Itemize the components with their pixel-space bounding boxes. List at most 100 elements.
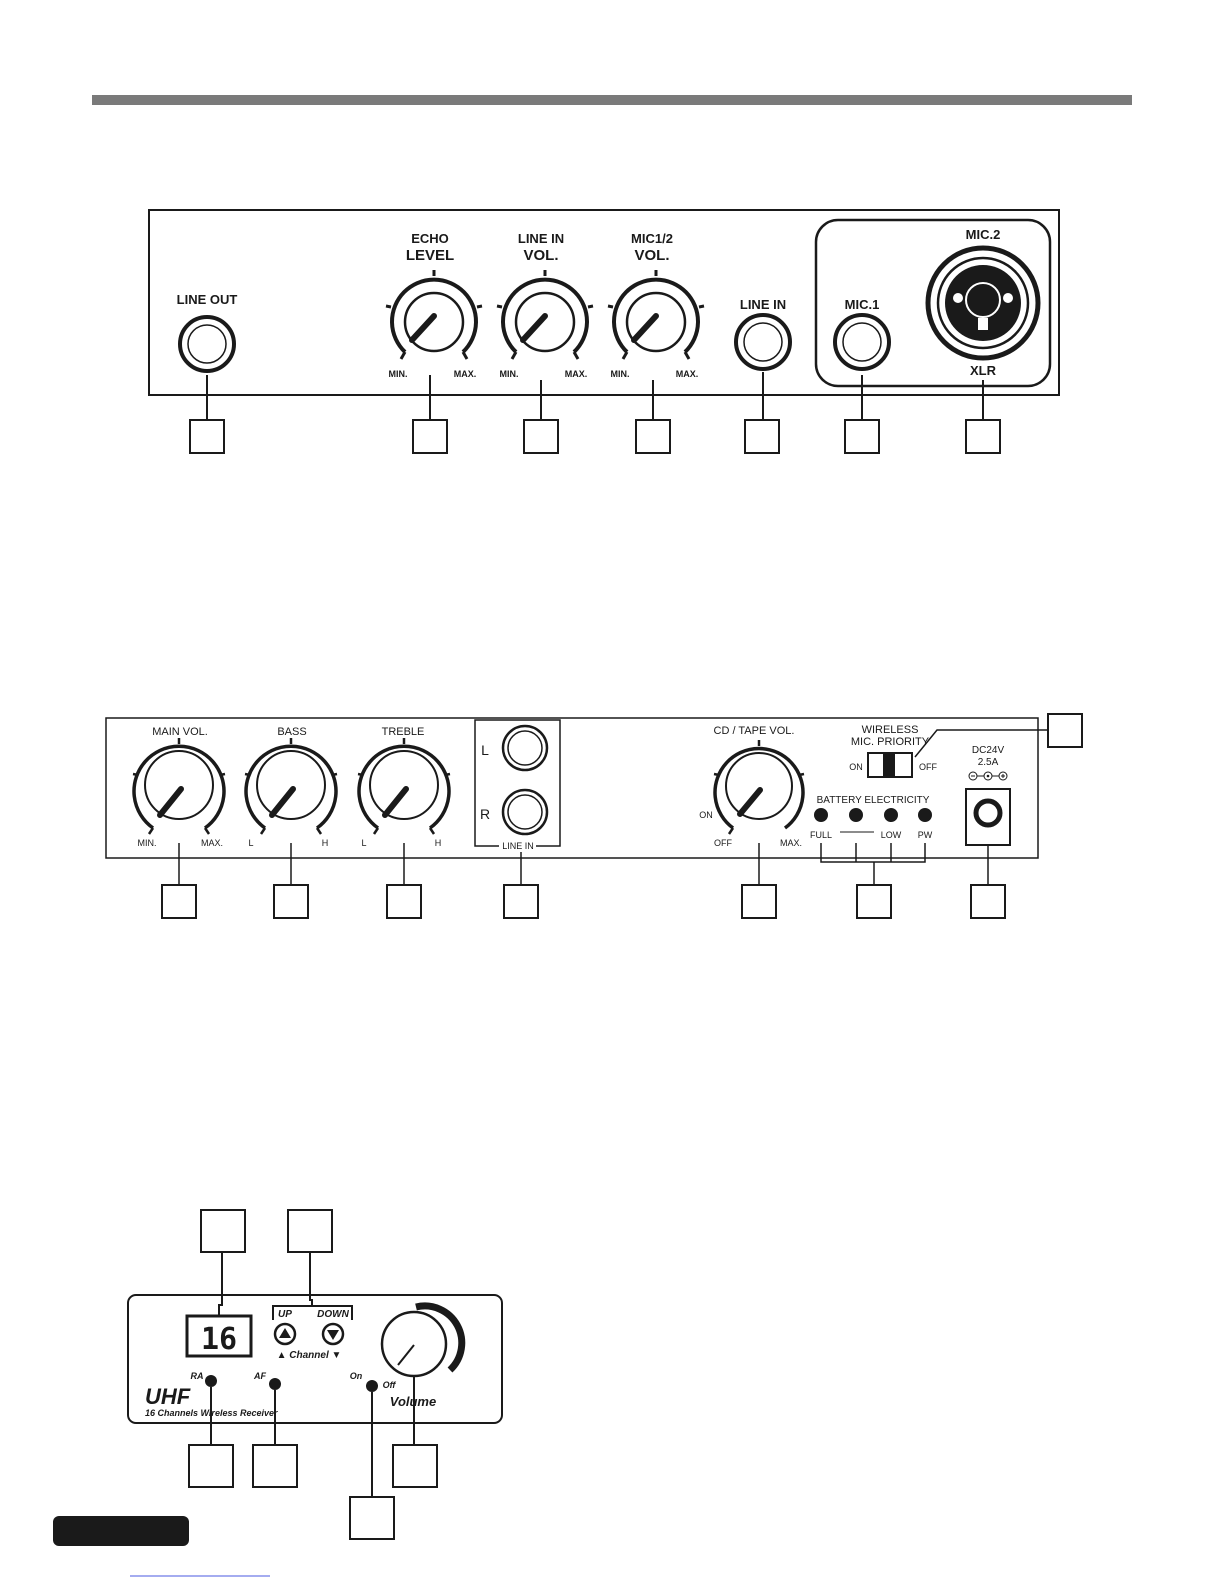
channel-label: ▲ Channel ▼ bbox=[277, 1350, 342, 1361]
wireless-priority-label-2: MIC. PRIORITY bbox=[851, 736, 930, 748]
line-in-vol-label-1: LINE IN bbox=[518, 231, 564, 246]
mic12-vol-knob[interactable] bbox=[607, 270, 705, 360]
cd-tape-vol-max: MAX. bbox=[780, 838, 802, 848]
channel-display bbox=[185, 1314, 253, 1358]
off-label: Off bbox=[383, 1380, 397, 1390]
line-in-l-label: L bbox=[481, 742, 489, 758]
panel-3: 16 UP DOWN ▲ Channel ▼ RA AF UHF 16 Chan… bbox=[127, 1209, 503, 1540]
dc-polarity-icon bbox=[968, 771, 1008, 781]
power-led bbox=[366, 1380, 378, 1392]
panel-3-frame bbox=[127, 1294, 503, 1424]
bass-knob[interactable] bbox=[244, 738, 338, 835]
line-in-vol-max: MAX. bbox=[565, 369, 588, 379]
treble-min: L bbox=[361, 838, 366, 848]
mic1-label: MIC.1 bbox=[845, 297, 880, 312]
main-vol-label: MAIN VOL. bbox=[152, 726, 208, 738]
battery-led-full bbox=[814, 808, 828, 822]
header-bar bbox=[92, 95, 1132, 105]
wireless-priority-switch[interactable] bbox=[867, 752, 913, 778]
line-in-vol-min: MIN. bbox=[500, 369, 519, 379]
dc-power-jack[interactable] bbox=[965, 788, 1011, 846]
mic12-vol-label-1: MIC1/2 bbox=[631, 231, 673, 246]
bass-min: L bbox=[248, 838, 253, 848]
treble-max: H bbox=[435, 838, 442, 848]
callout-box bbox=[523, 419, 559, 454]
bass-label: BASS bbox=[277, 726, 306, 738]
up-arrow-icon bbox=[279, 1328, 291, 1338]
echo-level-knob[interactable] bbox=[385, 270, 483, 360]
line-in-label: LINE IN bbox=[740, 297, 786, 312]
line-out-jack[interactable] bbox=[178, 315, 236, 373]
echo-level-max: MAX. bbox=[454, 369, 477, 379]
bass-max: H bbox=[322, 838, 329, 848]
wireless-priority-label-1: WIRELESS bbox=[862, 724, 919, 736]
echo-level-label-2: LEVEL bbox=[406, 247, 454, 264]
channel-display-value: 16 bbox=[201, 1322, 237, 1357]
callout-box bbox=[856, 884, 892, 919]
callout-box bbox=[744, 419, 780, 454]
callout-box bbox=[273, 884, 309, 919]
battery-leds bbox=[814, 808, 932, 822]
callout-box bbox=[200, 1209, 246, 1253]
line-out-label: LINE OUT bbox=[177, 292, 238, 307]
line-in-vol-label-2: VOL. bbox=[523, 247, 558, 264]
callout-box bbox=[287, 1209, 333, 1253]
battery-led-low bbox=[884, 808, 898, 822]
footer-page-tab bbox=[53, 1516, 189, 1546]
main-vol-max: MAX. bbox=[201, 838, 223, 848]
battery-label: BATTERY ELECTRICITY bbox=[817, 795, 930, 806]
battery-led-2 bbox=[849, 808, 863, 822]
down-arrow-icon bbox=[327, 1330, 339, 1340]
volume-knob[interactable] bbox=[380, 1302, 466, 1378]
dc-label-2: 2.5A bbox=[978, 757, 999, 768]
wireless-priority-off: OFF bbox=[919, 762, 937, 772]
main-vol-min: MIN. bbox=[138, 838, 157, 848]
callout-box bbox=[844, 419, 880, 454]
ra-label: RA bbox=[191, 1371, 204, 1381]
af-led bbox=[269, 1378, 281, 1390]
callout-box bbox=[412, 419, 448, 454]
brand-uhf: UHF bbox=[145, 1384, 191, 1409]
callout-box bbox=[392, 1444, 438, 1488]
panel-1: LINE OUT ECHO LEVEL LINE IN VOL. MIC1/2 … bbox=[148, 209, 1060, 454]
callout-box bbox=[503, 884, 539, 919]
callout-box bbox=[386, 884, 422, 919]
callout-box bbox=[161, 884, 197, 919]
line-in-vol-knob[interactable] bbox=[496, 270, 594, 360]
mic12-vol-label-2: VOL. bbox=[634, 247, 669, 264]
callout-box bbox=[252, 1444, 298, 1488]
channel-up-button[interactable] bbox=[273, 1322, 297, 1346]
echo-level-min: MIN. bbox=[389, 369, 408, 379]
callout-box bbox=[635, 419, 671, 454]
treble-knob[interactable] bbox=[357, 738, 451, 835]
battery-low: LOW bbox=[881, 830, 902, 840]
line-in-r-jack[interactable] bbox=[501, 788, 549, 836]
channel-down-button[interactable] bbox=[321, 1322, 345, 1346]
line-in-r-label: R bbox=[480, 806, 490, 822]
mic2-label: MIC.2 bbox=[966, 227, 1001, 242]
main-vol-knob[interactable] bbox=[132, 738, 226, 835]
mic2-xlr-combo-jack[interactable] bbox=[925, 245, 1041, 361]
echo-level-label-1: ECHO bbox=[411, 231, 449, 246]
callout-box bbox=[1047, 713, 1083, 748]
mic12-vol-min: MIN. bbox=[611, 369, 630, 379]
battery-pw: PW bbox=[918, 830, 933, 840]
cd-tape-vol-knob[interactable] bbox=[713, 740, 805, 835]
mic1-jack[interactable] bbox=[833, 313, 891, 371]
cd-tape-vol-on: ON bbox=[699, 810, 713, 820]
up-label: UP bbox=[278, 1309, 292, 1320]
panel-2-frame bbox=[105, 717, 1039, 859]
panel-2: MAIN VOL. MIN. MAX. BASS L H TRE bbox=[105, 713, 1083, 919]
callout-box bbox=[189, 419, 225, 454]
ra-led bbox=[205, 1375, 217, 1387]
on-label: On bbox=[350, 1371, 363, 1381]
line-in-jack[interactable] bbox=[734, 313, 792, 371]
line-in-l-jack[interactable] bbox=[501, 724, 549, 772]
mic12-vol-max: MAX. bbox=[676, 369, 699, 379]
af-label: AF bbox=[253, 1371, 266, 1381]
callout-box bbox=[741, 884, 777, 919]
cd-tape-vol-off: OFF bbox=[714, 838, 732, 848]
down-label: DOWN bbox=[317, 1309, 349, 1320]
treble-label: TREBLE bbox=[382, 726, 425, 738]
